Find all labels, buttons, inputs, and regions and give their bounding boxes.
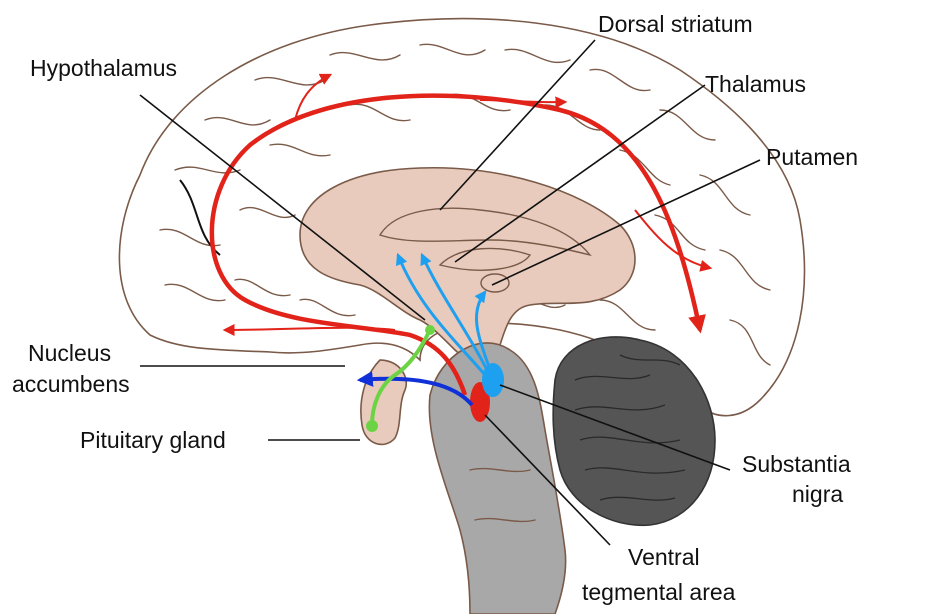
label-dorsal-striatum: Dorsal striatum xyxy=(598,11,753,37)
label-ventral-tegmental-area-line2: tegmental area xyxy=(582,579,736,605)
nigrostriatal-pathway xyxy=(395,252,492,376)
label-putamen: Putamen xyxy=(766,144,858,170)
cerebellum-folds xyxy=(574,354,686,501)
ventral-tegmental-area-marker xyxy=(470,382,490,422)
leader-ventral-tegmental-area xyxy=(484,414,611,546)
leader-dorsal-striatum xyxy=(439,39,596,211)
label-pituitary-gland: Pituitary gland xyxy=(80,427,226,453)
hypothalamus-green-marker xyxy=(425,325,435,335)
leader-lines xyxy=(139,39,761,546)
label-thalamus: Thalamus xyxy=(705,71,806,97)
putamen-region xyxy=(480,273,510,293)
label-substantia-nigra-line1: Substantia xyxy=(742,451,851,477)
cerebellum xyxy=(552,336,716,527)
pituitary-green-marker xyxy=(366,420,378,432)
tuberoinfundibular-pathway xyxy=(370,329,432,426)
label-nucleus-accumbens-line2: accumbens xyxy=(12,371,130,397)
leader-substantia-nigra xyxy=(499,384,731,471)
substantia-nigra-marker xyxy=(482,363,504,397)
cortex-gyri xyxy=(159,43,771,366)
mesolimbic-pathway xyxy=(356,370,474,407)
label-substantia-nigra-line2: nigra xyxy=(792,481,843,507)
label-hypothalamus: Hypothalamus xyxy=(30,55,177,81)
brainstem xyxy=(428,342,567,614)
leader-thalamus xyxy=(454,84,706,263)
mesocortical-pathway xyxy=(209,73,713,396)
inner-brain-region xyxy=(299,166,636,360)
label-nucleus-accumbens-line1: Nucleus xyxy=(28,340,111,366)
label-ventral-tegmental-area-line1: Ventral xyxy=(628,544,700,570)
leader-putamen xyxy=(491,159,761,286)
leader-hypothalamus xyxy=(139,94,426,321)
